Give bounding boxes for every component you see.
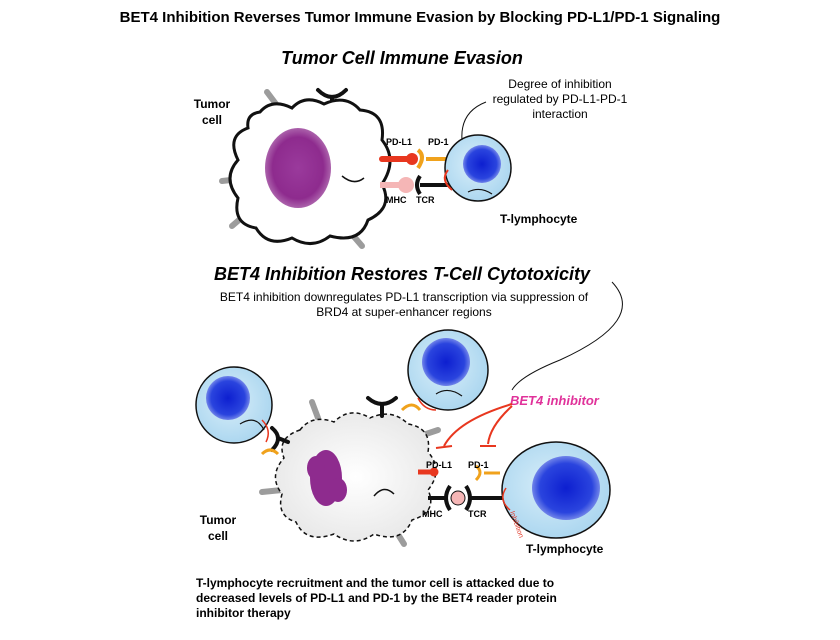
top-panel-heading: Tumor Cell Immune Evasion bbox=[281, 48, 523, 68]
bottom-tcell-top-nucleus bbox=[422, 338, 470, 386]
bottom-tumor-nucleus bbox=[307, 450, 347, 506]
inhibitor-arm-pd1 bbox=[487, 405, 513, 445]
bottom-tcell-top-fold bbox=[435, 389, 463, 397]
top-callout-line3: interaction bbox=[532, 107, 587, 121]
bottom-tcell-left-nucleus bbox=[206, 376, 250, 420]
bottom-tcell-right-inhibition bbox=[502, 487, 511, 511]
top-callout-line2: regulated by PD-L1-PD-1 bbox=[493, 92, 628, 106]
bottom-pdl1-label: PD-L1 bbox=[426, 460, 452, 470]
top-tumor-nucleus bbox=[265, 128, 331, 208]
top-tcell-fold bbox=[467, 188, 493, 195]
bottom-panel-heading: BET4 Inhibition Restores T-Cell Cytotoxi… bbox=[214, 264, 591, 284]
bottom-pd1-label: PD-1 bbox=[468, 460, 489, 470]
bottom-mhc-receptor bbox=[444, 484, 452, 512]
top-tcell-label: T-lymphocyte bbox=[500, 212, 578, 226]
top-callout-line1: Degree of inhibition bbox=[508, 77, 611, 91]
top-mhc-label: MHC bbox=[386, 195, 407, 205]
bottom-pd1-receptor bbox=[474, 464, 482, 482]
top-tumor-label-line1: Tumor bbox=[194, 97, 231, 111]
caption-line1: T-lymphocyte recruitment and the tumor c… bbox=[196, 576, 554, 590]
top-pd1-receptor bbox=[416, 148, 424, 170]
bottom-tumor-cell bbox=[274, 412, 437, 542]
bottom-tcell-left-fold bbox=[239, 419, 265, 431]
bottom-tumor-label-line1: Tumor bbox=[200, 513, 237, 527]
top-tcell-nucleus bbox=[463, 145, 501, 183]
top-mhc-antigen bbox=[398, 177, 414, 193]
inhibitor-bar-pdl1 bbox=[435, 445, 453, 449]
bottom-inhibitor-leader bbox=[511, 281, 623, 391]
bottom-tcell-top-inhibition bbox=[417, 397, 437, 411]
bottom-pd1-left bbox=[260, 448, 280, 456]
bet4-inhibitor-label: BET4 inhibitor bbox=[510, 393, 600, 408]
bottom-tcell-left-inhibition bbox=[261, 419, 269, 443]
top-tcr-label: TCR bbox=[416, 195, 435, 205]
caption-line2: decreased levels of PD-L1 and PD-1 by th… bbox=[196, 591, 557, 605]
bottom-tcr-label: TCR bbox=[468, 509, 487, 519]
top-inhibition-arrow bbox=[443, 169, 453, 191]
bottom-tumor-y-receptors bbox=[270, 396, 398, 452]
inhibitor-arm-pdl1 bbox=[443, 403, 513, 447]
bottom-mhc-antigen bbox=[450, 490, 466, 506]
top-pdl1-label: PD-L1 bbox=[386, 137, 412, 147]
top-tumor-membrane-fold bbox=[341, 175, 365, 183]
bottom-tcr-receptor bbox=[464, 484, 472, 512]
bottom-subtitle-line1: BET4 inhibition downregulates PD-L1 tran… bbox=[220, 290, 589, 304]
bottom-subtitle-line2: BRD4 at super-enhancer regions bbox=[316, 305, 491, 319]
bottom-pd1-top bbox=[400, 403, 422, 412]
top-tcr-receptor bbox=[415, 174, 422, 196]
top-tumor-label-line2: cell bbox=[202, 113, 222, 127]
top-pdl1-head bbox=[406, 153, 418, 165]
bottom-mhc-label: MHC bbox=[422, 509, 443, 519]
top-pd1-label: PD-1 bbox=[428, 137, 449, 147]
bottom-tumor-label-line2: cell bbox=[208, 529, 228, 543]
bottom-pdl1-head bbox=[429, 467, 439, 477]
top-callout-leader bbox=[461, 101, 487, 141]
caption-line3: inhibitor therapy bbox=[196, 606, 291, 620]
figure-title: BET4 Inhibition Reverses Tumor Immune Ev… bbox=[120, 9, 721, 26]
bottom-tcell-right-nucleus bbox=[532, 456, 600, 520]
bottom-tcell-label: T-lymphocyte bbox=[526, 542, 604, 556]
bottom-tumor-membrane-fold bbox=[373, 488, 395, 497]
